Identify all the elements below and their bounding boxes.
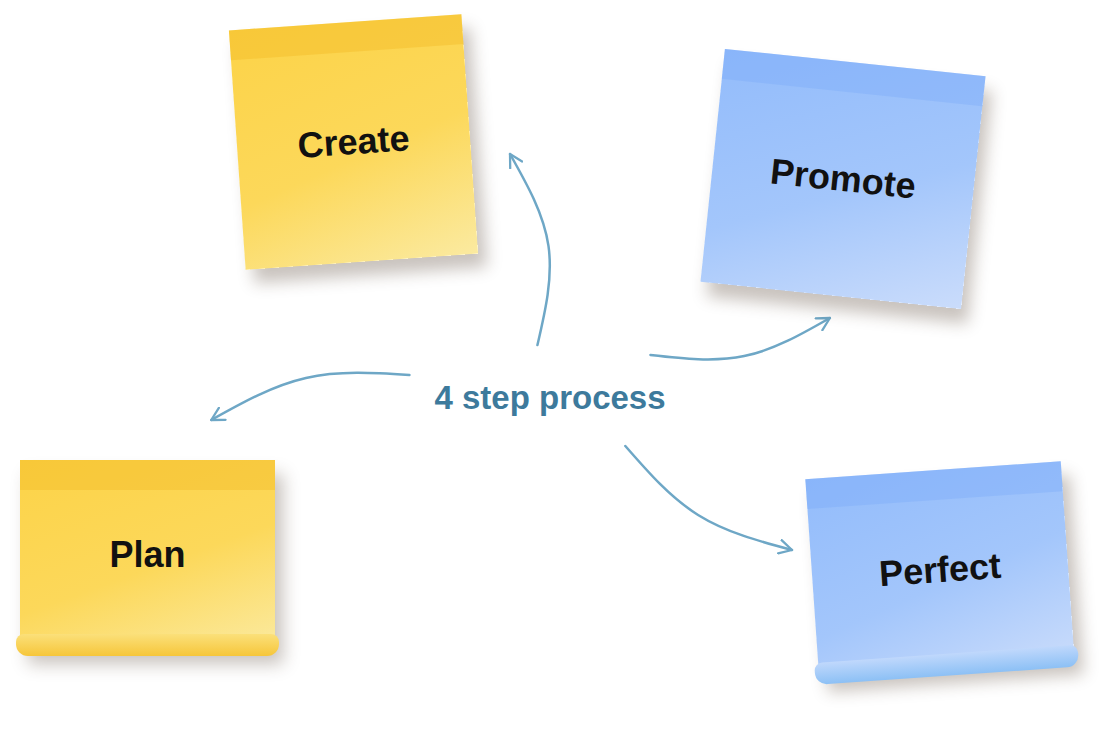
process-title: 4 step process bbox=[434, 379, 665, 417]
sticky-note: Perfect bbox=[805, 461, 1074, 678]
sticky-note: Plan bbox=[20, 460, 275, 650]
central-label: 4 step process bbox=[424, 375, 675, 421]
step-label: Plan bbox=[109, 534, 185, 576]
sticky-note: Create bbox=[229, 14, 478, 270]
curved-arrow bbox=[625, 446, 792, 550]
curved-arrow bbox=[211, 373, 409, 420]
step-label: Promote bbox=[768, 150, 918, 207]
curved-arrow bbox=[650, 318, 829, 359]
sticky-note: Promote bbox=[700, 49, 985, 309]
step-label: Perfect bbox=[878, 545, 1003, 595]
curved-arrow bbox=[510, 154, 550, 345]
step-label: Create bbox=[296, 117, 411, 167]
